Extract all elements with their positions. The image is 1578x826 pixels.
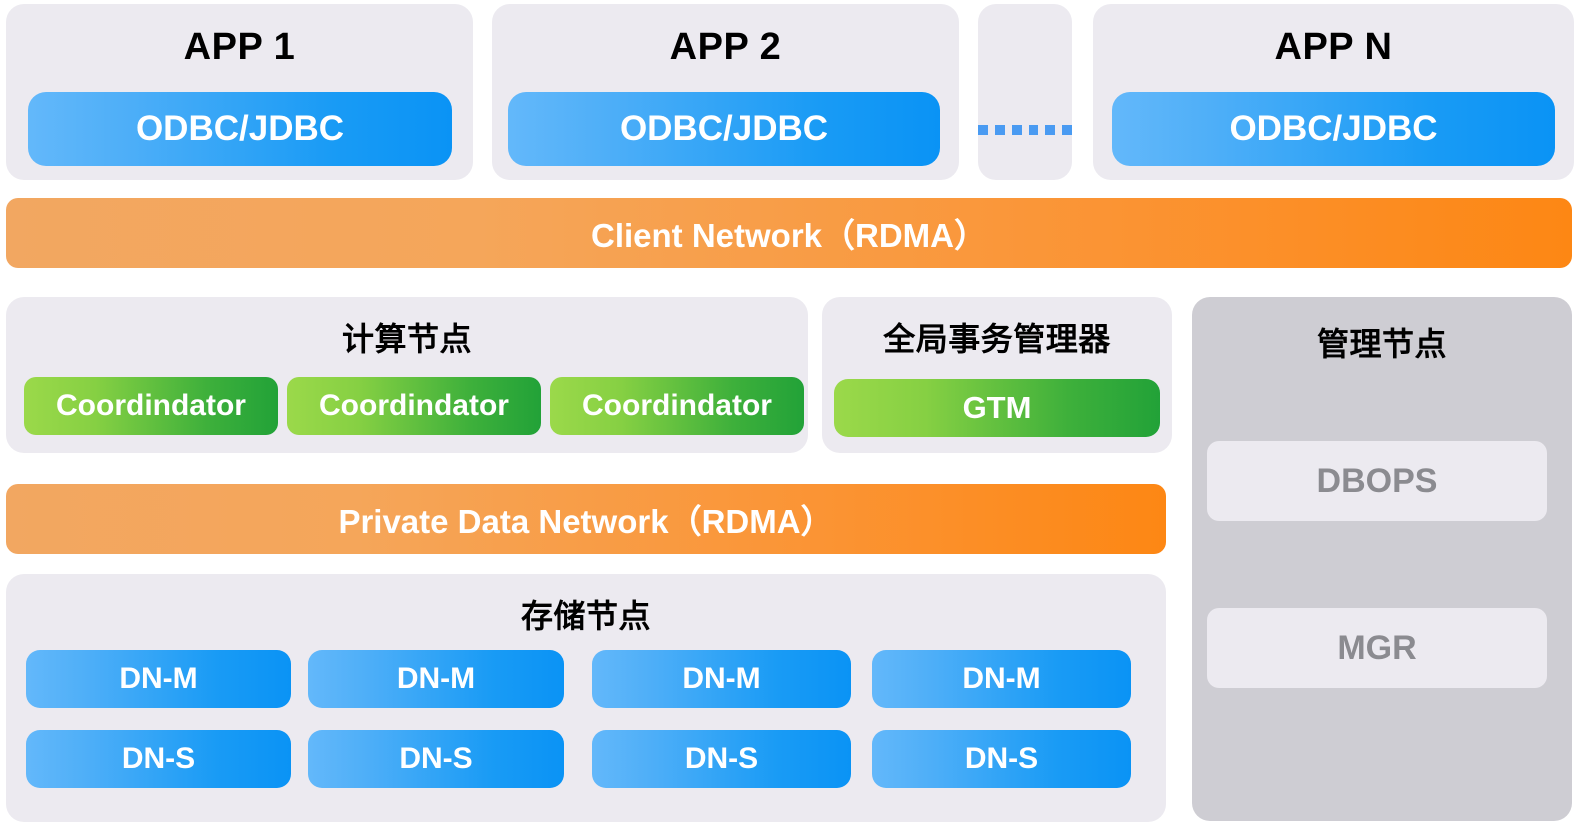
dn-slave-pill-2[interactable]: DN-S [308, 730, 564, 788]
dn-master-pill-3[interactable]: DN-M [592, 650, 851, 708]
app-ellipsis-panel [978, 4, 1072, 180]
ellipsis-dot [1045, 125, 1056, 135]
gtm-panel: 全局事务管理器 GTM [822, 297, 1172, 453]
compute-node-title: 计算节点 [341, 321, 472, 357]
app-driver-pill-1[interactable]: ODBC/JDBC [28, 92, 452, 166]
compute-node-panel: 计算节点 Coordindator Coordindator Coordinda… [6, 297, 808, 453]
dn-master-pill-2[interactable]: DN-M [308, 650, 564, 708]
management-node-panel: 管理节点 DBOPS MGR [1192, 297, 1572, 821]
storage-node-panel: 存储节点 DN-M DN-S DN-M DN-S DN-M DN-S DN-M … [6, 574, 1166, 822]
ellipsis-dots [978, 125, 1072, 135]
ellipsis-dot [1011, 125, 1022, 135]
coordinator-pill-2[interactable]: Coordindator [287, 377, 541, 435]
app-panel-1: APP 1 ODBC/JDBC [6, 4, 473, 180]
app-title-2: APP 2 [669, 26, 782, 68]
client-network-bar: Client Network（RDMA） [6, 198, 1572, 268]
ellipsis-dot [1062, 125, 1072, 135]
ellipsis-dot [1028, 125, 1039, 135]
app-panel-2: APP 2 ODBC/JDBC [492, 4, 959, 180]
ellipsis-dot [994, 125, 1005, 135]
coordinator-pill-3[interactable]: Coordindator [550, 377, 804, 435]
app-title-n: APP N [1274, 26, 1393, 68]
gtm-pill[interactable]: GTM [834, 379, 1160, 437]
app-driver-pill-n[interactable]: ODBC/JDBC [1112, 92, 1555, 166]
dn-slave-pill-4[interactable]: DN-S [872, 730, 1131, 788]
ellipsis-dot [978, 125, 988, 135]
app-driver-pill-2[interactable]: ODBC/JDBC [508, 92, 940, 166]
dn-master-pill-1[interactable]: DN-M [26, 650, 291, 708]
dn-slave-pill-3[interactable]: DN-S [592, 730, 851, 788]
management-node-title: 管理节点 [1316, 326, 1447, 362]
private-data-network-bar: Private Data Network（RDMA） [6, 484, 1166, 554]
dbops-pill[interactable]: DBOPS [1207, 441, 1547, 521]
coordinator-pill-1[interactable]: Coordindator [24, 377, 278, 435]
gtm-title: 全局事务管理器 [883, 321, 1111, 357]
app-panel-n: APP N ODBC/JDBC [1093, 4, 1574, 180]
dn-master-pill-4[interactable]: DN-M [872, 650, 1131, 708]
dn-slave-pill-1[interactable]: DN-S [26, 730, 291, 788]
mgr-pill[interactable]: MGR [1207, 608, 1547, 688]
storage-node-title: 存储节点 [520, 598, 651, 634]
app-title-1: APP 1 [183, 26, 296, 68]
